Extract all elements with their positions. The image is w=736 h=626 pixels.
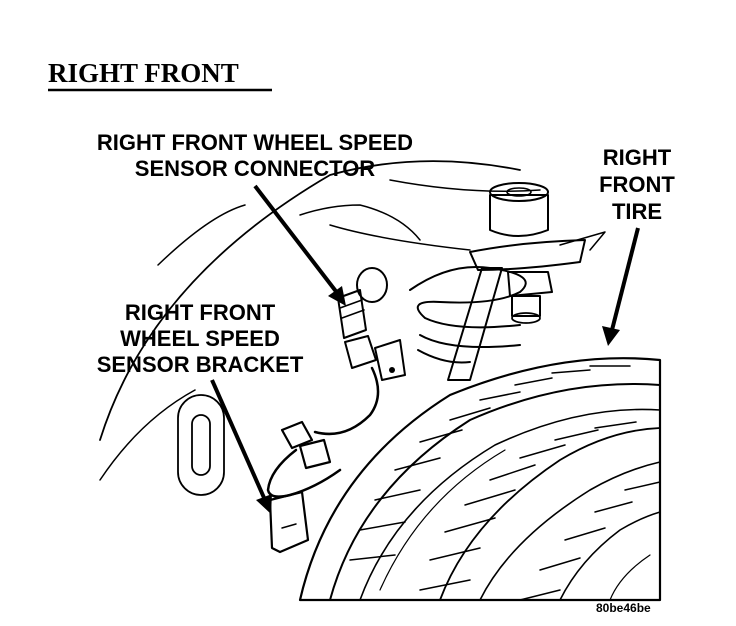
strut-assembly (447, 182, 586, 381)
connector-leader-arrow (253, 184, 346, 306)
tire-leader-arrow (602, 227, 640, 346)
bracket-label-line-1: RIGHT FRONT (125, 300, 276, 325)
figure-code: 80be46be (596, 601, 651, 615)
diagram-title: RIGHT FRONT (48, 58, 239, 88)
bracket-label-line-2: WHEEL SPEED (120, 326, 280, 351)
right-front-tire (298, 357, 662, 602)
bracket-leader-arrow (210, 379, 272, 514)
connector-label-line-2: SENSOR CONNECTOR (135, 156, 376, 181)
connector-label: RIGHT FRONT WHEEL SPEED SENSOR CONNECTOR (97, 130, 413, 181)
connector-label-line-1: RIGHT FRONT WHEEL SPEED (97, 130, 413, 155)
liner-oval-hole (177, 394, 225, 496)
tire-label-line-3: TIRE (612, 199, 662, 224)
tire-label: RIGHT FRONT TIRE (599, 145, 675, 224)
wheel-speed-sensor-assembly (266, 267, 406, 554)
tire-label-line-2: FRONT (599, 172, 675, 197)
bracket-label: RIGHT FRONT WHEEL SPEED SENSOR BRACKET (97, 300, 304, 377)
tire-label-line-1: RIGHT (603, 145, 672, 170)
bracket-label-line-3: SENSOR BRACKET (97, 352, 304, 377)
